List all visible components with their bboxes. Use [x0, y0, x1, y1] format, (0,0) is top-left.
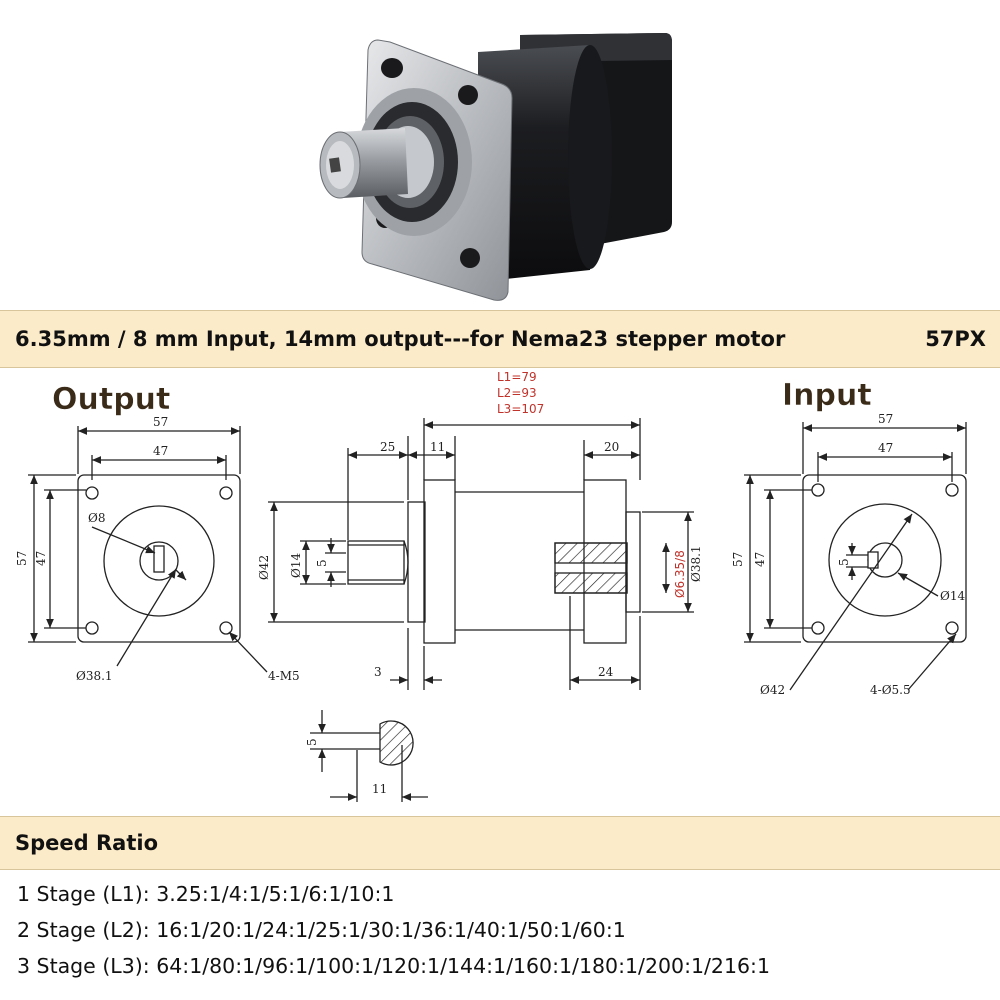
output-dim-side-inner: 47 [34, 551, 48, 566]
detail-width-dim: 11 [372, 782, 387, 796]
shaft-section-detail [310, 710, 428, 802]
output-bore-label: Ø8 [88, 511, 105, 525]
input-bore-label: Ø14 [940, 589, 965, 603]
shaft-length-dim: 25 [380, 440, 395, 454]
model-code: 57PX [925, 327, 986, 351]
gearbox-photo [319, 33, 672, 301]
length-label-l2: L2=93 [497, 386, 537, 400]
output-dim-inner: 47 [153, 444, 168, 458]
output-dim-side-outer: 57 [15, 551, 29, 566]
shaft-dia-dim: Ø14 [289, 553, 303, 578]
output-end-view [28, 426, 268, 673]
output-pilot-label: Ø38.1 [76, 669, 113, 683]
input-dim-outer: 57 [878, 412, 893, 426]
body-dia-dim: Ø42 [257, 555, 271, 580]
speed-ratio-banner: Speed Ratio [0, 816, 1000, 870]
input-key-dim: 5 [837, 558, 851, 566]
input-title: Input [782, 378, 872, 413]
pilot-height-dim: 3 [374, 665, 382, 679]
ratio-line-stage-3: 3 Stage (L3): 64:1/80:1/96:1/100:1/120:1… [17, 954, 771, 978]
spec-text: 6.35mm / 8 mm Input, 14mm output---for N… [15, 327, 786, 351]
input-end-view [744, 422, 967, 691]
output-dim-outer: 57 [153, 415, 168, 429]
length-label-l1: L1=79 [497, 370, 537, 384]
input-depth-dim: 20 [604, 440, 619, 454]
side-view [268, 418, 694, 690]
input-dim-side-outer: 57 [731, 552, 745, 567]
side-key-dim: 5 [315, 559, 329, 567]
flange-thickness-dim: 11 [430, 440, 445, 454]
input-dim-inner: 47 [878, 441, 893, 455]
input-pilot-dim: Ø38.1 [689, 545, 703, 582]
input-bore-dim: Ø6.35/8 [673, 550, 687, 598]
ratio-line-stage-1: 1 Stage (L1): 3.25:1/4:1/5:1/6:1/10:1 [17, 882, 395, 906]
input-holes-label: 4-Ø5.5 [870, 683, 911, 697]
detail-key-dim: 5 [305, 738, 319, 746]
spec-banner: 6.35mm / 8 mm Input, 14mm output---for N… [0, 310, 1000, 368]
output-title: Output [52, 382, 170, 417]
speed-ratio-title: Speed Ratio [15, 831, 158, 855]
input-dim-side-inner: 47 [753, 552, 767, 567]
output-holes-label: 4-M5 [268, 669, 300, 683]
ratio-line-stage-2: 2 Stage (L2): 16:1/20:1/24:1/25:1/30:1/3… [17, 918, 626, 942]
input-pcd-label: Ø42 [760, 683, 785, 697]
input-flange-dim: 24 [598, 665, 614, 679]
length-label-l3: L3=107 [497, 402, 544, 416]
